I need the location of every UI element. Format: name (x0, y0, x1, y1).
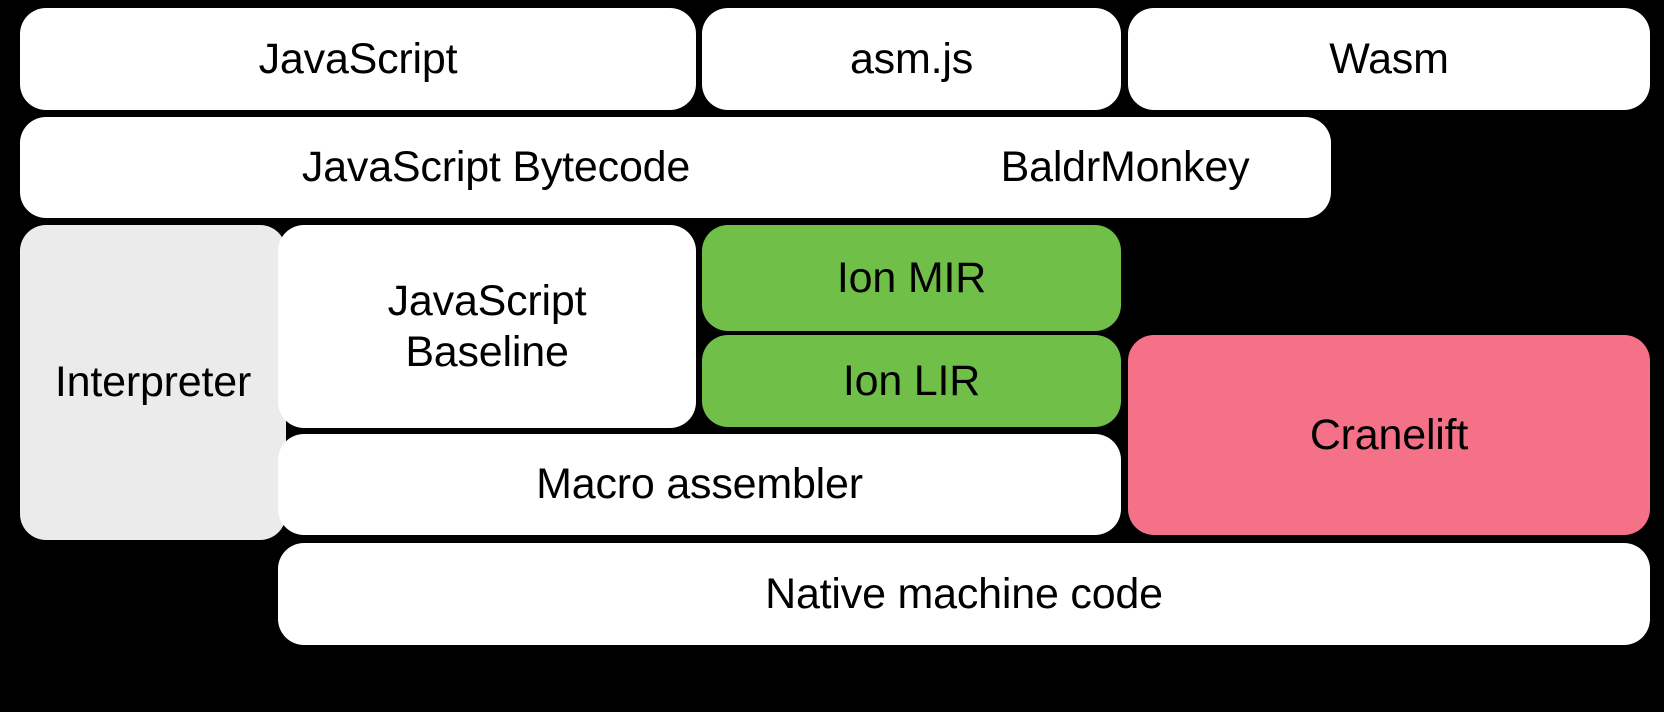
node-javascript-baseline[interactable]: JavaScript Baseline (278, 225, 696, 428)
node-javascript[interactable]: JavaScript (20, 8, 696, 110)
node-label-javascript-baseline: JavaScript Baseline (387, 277, 587, 376)
node-javascript-bytecode[interactable]: JavaScript Bytecode (20, 117, 972, 218)
node-wasm[interactable]: Wasm (1128, 8, 1650, 110)
node-cranelift[interactable]: Cranelift (1128, 335, 1650, 535)
node-label-javascript: JavaScript (258, 34, 458, 83)
node-label-wasm: Wasm (1329, 34, 1449, 83)
node-native-machine-code[interactable]: Native machine code (278, 543, 1650, 645)
node-baldrmonkey[interactable]: BaldrMonkey (919, 117, 1331, 218)
node-label-baldrmonkey: BaldrMonkey (1000, 143, 1250, 192)
node-label-asmjs: asm.js (849, 34, 974, 83)
node-asmjs[interactable]: asm.js (702, 8, 1121, 110)
node-ion-lir[interactable]: Ion LIR (702, 335, 1121, 427)
node-label-cranelift: Cranelift (1309, 410, 1469, 459)
node-label-javascript-bytecode: JavaScript Bytecode (301, 143, 691, 192)
node-label-native-machine-code: Native machine code (765, 569, 1163, 618)
node-label-interpreter: Interpreter (54, 358, 252, 407)
node-ion-mir[interactable]: Ion MIR (702, 225, 1121, 331)
node-macro-assembler[interactable]: Macro assembler (278, 434, 1121, 535)
node-label-ion-lir: Ion LIR (842, 356, 981, 405)
node-interpreter[interactable]: Interpreter (20, 225, 286, 540)
node-label-ion-mir: Ion MIR (836, 253, 987, 302)
node-label-macro-assembler: Macro assembler (536, 460, 863, 509)
